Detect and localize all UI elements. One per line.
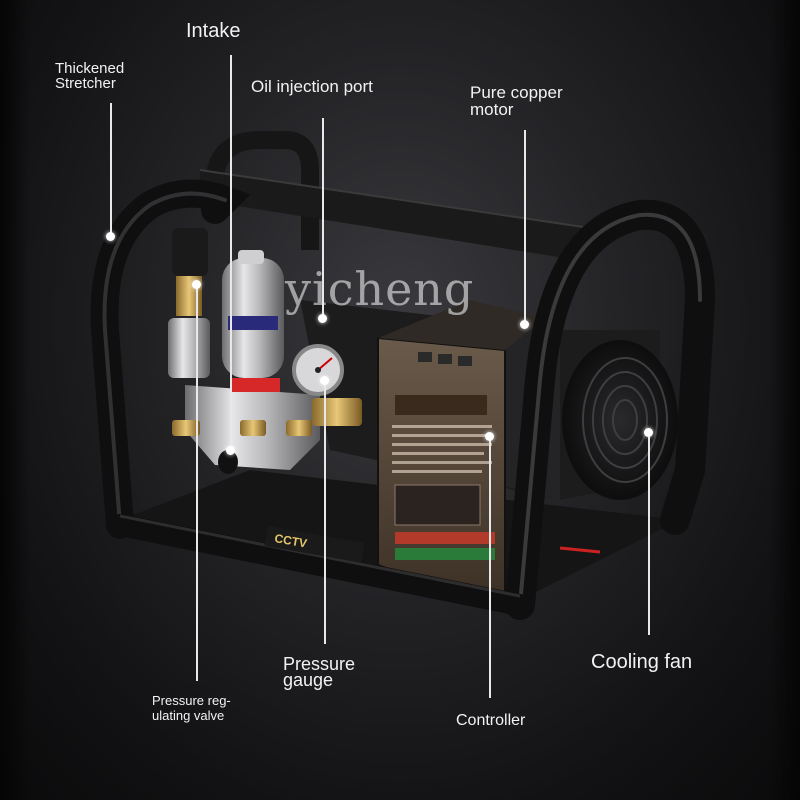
- intake-label: Intake: [186, 20, 241, 42]
- valve-marker: [192, 280, 201, 289]
- regulating-valve-label-line-2: ulating valve: [152, 708, 225, 723]
- valve-leader-line: [196, 285, 198, 681]
- regulating-valve-label: Pressure reg- ulating valve: [152, 693, 231, 723]
- watermark-text: yicheng: [285, 262, 475, 316]
- controller-marker: [485, 432, 494, 441]
- brand-plate: [264, 526, 365, 563]
- copper-motor-label-line-1: Pure copper: [470, 83, 563, 102]
- pressure-gauge-label: Pressure gauge: [283, 654, 356, 690]
- gauge-marker: [320, 376, 329, 385]
- regulating-valve-knob: [172, 228, 208, 276]
- intake-leader-line: [230, 55, 232, 448]
- oil-port-marker: [318, 314, 327, 323]
- stretcher-label: Thickened Stretcher: [55, 61, 124, 91]
- motor-leader-line: [524, 130, 526, 322]
- stretcher-label-line-2: Stretcher: [55, 75, 116, 92]
- oil-port-label: Oil injection port: [251, 77, 373, 96]
- fan-marker: [644, 428, 653, 437]
- right-shadow: [770, 0, 800, 800]
- motor-marker: [520, 320, 529, 329]
- frame-top-bar: [200, 170, 590, 262]
- gauge-leader-line: [324, 380, 326, 644]
- frame-back-loop: [206, 131, 319, 250]
- pressure-gauge-label-line-1: Pressure: [283, 654, 356, 674]
- copper-motor-label: Pure copper motor: [470, 84, 563, 118]
- stretcher-marker: [106, 232, 115, 241]
- stretcher-label-line-1: Thickened: [55, 60, 125, 77]
- fan-leader-line: [648, 435, 650, 635]
- fan-cover: [562, 340, 678, 500]
- cooling-fan-label: Cooling fan: [591, 651, 693, 673]
- intake-marker: [226, 446, 235, 455]
- controller-leader-line: [489, 440, 491, 698]
- left-shadow: [0, 0, 30, 800]
- copper-motor-label-line-2: motor: [470, 100, 514, 119]
- oil-port-leader-line: [322, 118, 324, 318]
- brand-mark: CCTV: [273, 531, 308, 550]
- pressure-gauge-label-line-2: gauge: [283, 670, 334, 690]
- regulating-valve-label-line-1: Pressure reg-: [152, 693, 231, 708]
- stretcher-leader-line: [110, 103, 112, 236]
- controller-label: Controller: [456, 712, 526, 729]
